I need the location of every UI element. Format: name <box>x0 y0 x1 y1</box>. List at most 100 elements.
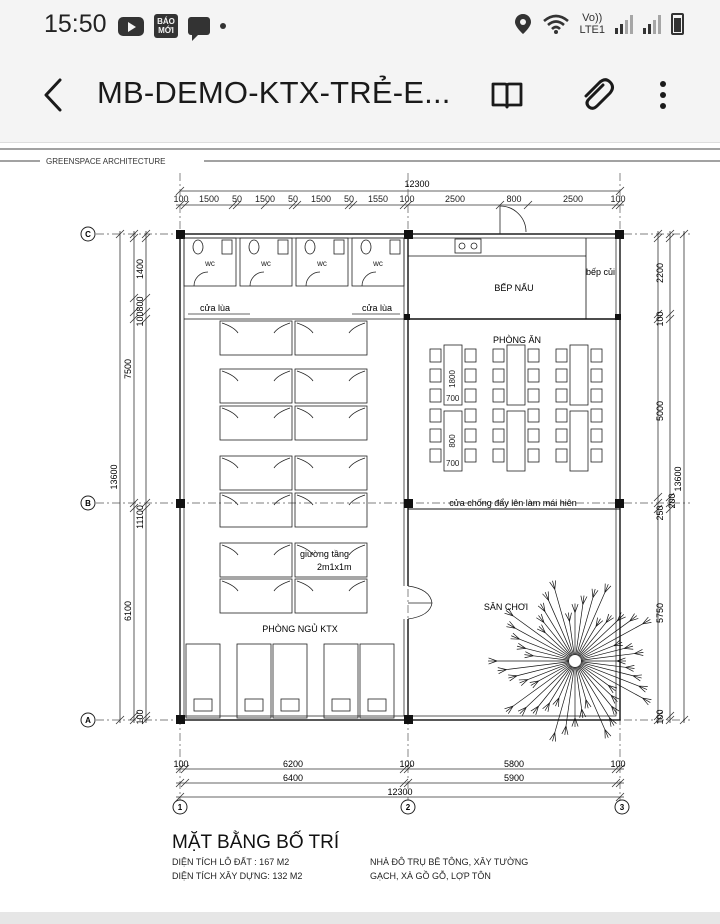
chair <box>555 368 568 383</box>
dining-table <box>569 410 589 472</box>
dim-tick <box>141 711 151 721</box>
tree-leaf <box>642 622 652 625</box>
dim-tick <box>141 498 151 508</box>
axis-label-row: C <box>85 230 91 239</box>
chair <box>492 368 505 383</box>
tree-leaf <box>552 580 556 590</box>
bed-pillow <box>193 698 213 712</box>
dim-tick <box>180 764 190 774</box>
tree-leaf <box>525 651 534 657</box>
tree-branch <box>575 604 584 656</box>
tree-leaf <box>512 632 520 640</box>
dim-tick <box>115 715 125 725</box>
tree-branch <box>580 663 643 699</box>
single-bed <box>185 643 221 719</box>
tree-branch <box>580 645 614 660</box>
tree-leaf <box>642 619 651 625</box>
tree-branch <box>519 638 570 660</box>
chair <box>555 388 568 403</box>
tree-leaf <box>488 657 498 662</box>
tree-leaf <box>549 732 556 741</box>
tree-leaf <box>610 695 616 704</box>
tree-branch <box>579 620 618 658</box>
dim-tick <box>175 792 185 802</box>
location-icon <box>514 14 531 34</box>
tree-leaf <box>524 654 534 657</box>
bunk-pillow <box>221 494 239 506</box>
chair <box>555 348 568 363</box>
dim-tick <box>665 314 675 324</box>
tree-leaf <box>642 616 649 625</box>
chair <box>492 408 505 423</box>
table-dim: 700 <box>446 394 460 403</box>
dim-tick <box>129 715 139 725</box>
tree-leaf <box>541 624 546 633</box>
info-land-area: DIỆN TÍCH LÔ ĐẤT : 167 M2 <box>172 857 289 867</box>
tree-leaf <box>536 617 545 623</box>
wc-stall <box>239 237 293 287</box>
chair <box>590 408 603 423</box>
tree-leaf <box>604 585 612 593</box>
door-swing <box>361 271 377 287</box>
wc-label: wc <box>316 259 327 268</box>
volte-label: Vo)) <box>582 12 603 24</box>
firewood-kitchen-label: bếp củi <box>586 267 615 277</box>
chair <box>590 428 603 443</box>
sink-icon <box>221 239 233 255</box>
bunk-bed <box>294 455 368 491</box>
tree-leaf <box>624 648 634 650</box>
dim-tick <box>615 778 625 788</box>
tree-branch <box>506 661 570 670</box>
tree-leaf <box>519 679 529 684</box>
chair <box>555 428 568 443</box>
tree-branch <box>516 662 570 677</box>
dining-table <box>443 344 463 406</box>
single-bed <box>236 643 272 719</box>
tree-leaf <box>605 615 612 623</box>
bunk-pillow <box>273 370 291 382</box>
bunk-bed <box>294 492 368 528</box>
bunk-pillow <box>348 580 366 592</box>
tree-branch <box>580 648 625 660</box>
dim-bottom: 5800 <box>504 759 524 769</box>
tree-branch <box>527 662 570 680</box>
dim-tick <box>403 764 413 774</box>
dining-table <box>506 410 526 472</box>
dim-tick <box>141 503 151 513</box>
tree-branch <box>576 597 594 656</box>
tree-leaf <box>524 655 534 659</box>
tree-branch <box>565 666 575 727</box>
dim-tick <box>653 498 663 508</box>
dim-tick <box>141 233 151 243</box>
bunk-pillow <box>273 494 291 506</box>
single-bed <box>323 643 359 719</box>
table-dim: 1800 <box>448 370 457 388</box>
tree-branch <box>554 666 574 733</box>
dim-tick <box>260 200 270 210</box>
attach-button[interactable] <box>574 72 620 118</box>
document-viewer[interactable]: GREENSPACE ARCHITECTURE 12300 100 1500 5… <box>0 142 720 912</box>
door-swing <box>249 271 265 287</box>
tree-leaf <box>488 660 498 665</box>
reading-mode-button[interactable] <box>484 72 530 118</box>
dim-tick <box>653 314 663 324</box>
tree-leaf <box>592 588 596 598</box>
tree-branch <box>548 600 574 656</box>
dim-tick <box>141 715 151 725</box>
tree-leaf <box>511 635 520 640</box>
bunk-bed <box>294 542 368 578</box>
firm-label: GREENSPACE ARCHITECTURE <box>46 157 165 166</box>
chair <box>429 448 442 463</box>
tree-leaf <box>516 648 526 650</box>
dim-left: 1400 <box>135 259 145 279</box>
wc-label: wc <box>204 259 215 268</box>
tree-branch <box>533 655 570 661</box>
tree-branch <box>580 661 626 668</box>
single-bed <box>359 643 395 719</box>
back-button[interactable] <box>30 72 76 118</box>
dim-tick <box>665 233 675 243</box>
tree-leaf <box>604 729 609 738</box>
tree-leaf <box>610 694 620 700</box>
axis-label-row: B <box>85 499 91 508</box>
more-options-button[interactable] <box>640 72 686 118</box>
